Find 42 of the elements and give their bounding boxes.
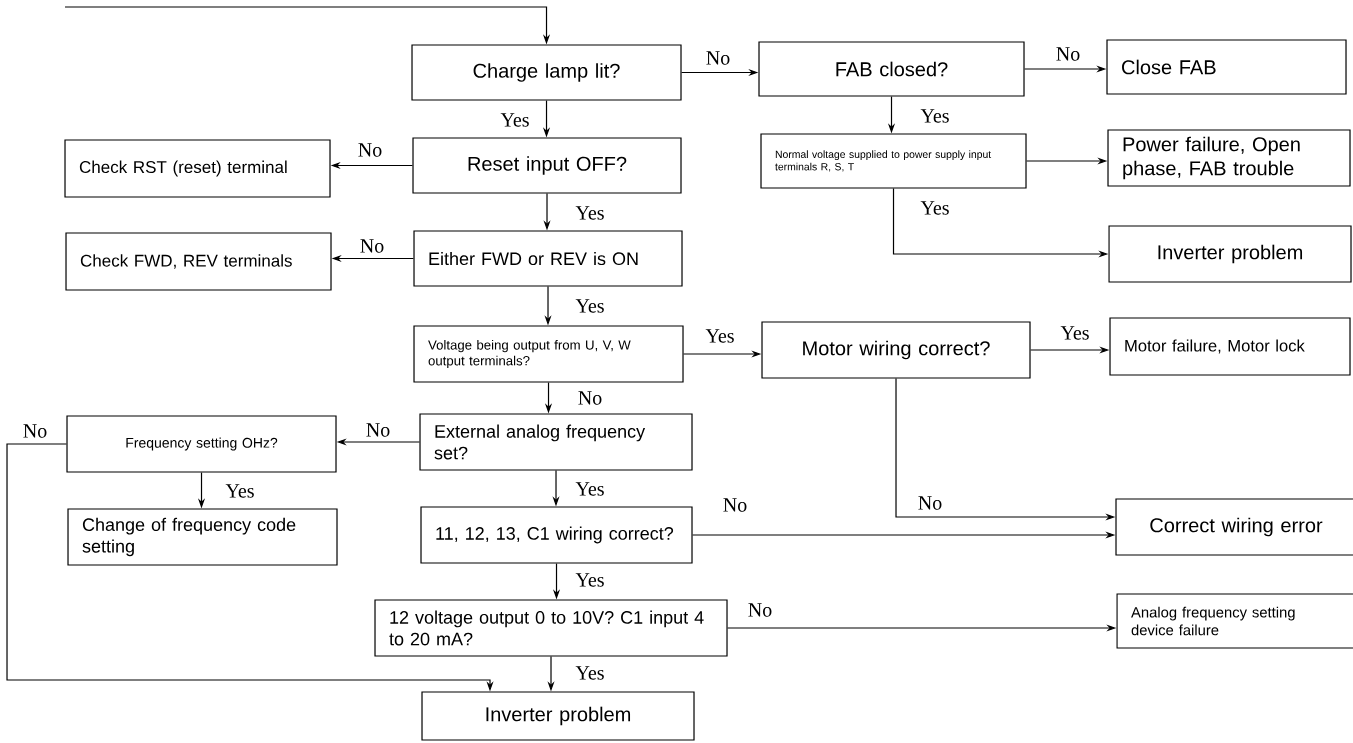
- flowchart-box: Change of frequency code setting: [67, 508, 338, 566]
- flowchart-box: Power failure, Open phase, FAB trouble: [1107, 129, 1351, 187]
- flowchart-box: Either FWD or REV is ON: [413, 230, 683, 287]
- flowchart-box: Charge lamp lit?: [411, 44, 682, 101]
- edge-label: Yes: [918, 199, 952, 217]
- edge-label: Yes: [573, 571, 607, 589]
- flowchart-box: Inverter problem: [1108, 225, 1352, 283]
- flowchart-box: Check FWD, REV terminals: [65, 232, 332, 291]
- edge-label: No: [363, 421, 393, 439]
- edge-label: No: [720, 496, 750, 514]
- flowchart-box: Frequency setting OHz?: [66, 415, 337, 473]
- flowchart-box: Voltage being output from U, V, W output terminals?: [413, 325, 684, 383]
- edge-label: Yes: [1058, 324, 1092, 342]
- edge-label: Yes: [573, 480, 607, 498]
- edge-label: No: [745, 601, 775, 619]
- flowchart-box: Correct wiring error: [1115, 498, 1353, 556]
- edge-label: No: [357, 237, 387, 255]
- edge-label: Yes: [703, 327, 737, 345]
- flowchart-box: External analog frequency set?: [419, 413, 693, 471]
- edge-label: Yes: [573, 204, 607, 222]
- edge-label: Yes: [573, 297, 607, 315]
- flowchart-box: Motor failure, Motor lock: [1109, 317, 1351, 376]
- edge-label: No: [703, 49, 733, 67]
- flowchart-box: Reset input OFF?: [412, 137, 682, 194]
- edge-label: Yes: [223, 482, 257, 500]
- edge-label: Yes: [918, 107, 952, 125]
- flowchart-box: Normal voltage supplied to power supply input terminals R, S, T: [760, 133, 1027, 189]
- edge-label: No: [575, 389, 605, 407]
- edge-label: Yes: [573, 664, 607, 682]
- flowchart-box: Inverter problem: [421, 691, 695, 741]
- edge-label: Yes: [498, 111, 532, 129]
- edge-label: No: [915, 494, 945, 512]
- flowchart-box: Motor wiring correct?: [761, 321, 1031, 379]
- flowchart-box: Close FAB: [1106, 39, 1347, 95]
- edge-label: No: [20, 422, 50, 440]
- flowchart-box: Analog frequency setting device failure: [1116, 593, 1353, 649]
- edge-label: No: [355, 141, 385, 159]
- flowchart-box: Check RST (reset) terminal: [64, 139, 331, 198]
- flowchart-box: FAB closed?: [758, 41, 1025, 97]
- edge-label: No: [1053, 45, 1083, 63]
- flowchart-box: 11, 12, 13, C1 wiring correct?: [420, 506, 693, 564]
- flowchart-box: 12 voltage output 0 to 10V? C1 input 4 to 20 mA?: [374, 599, 728, 657]
